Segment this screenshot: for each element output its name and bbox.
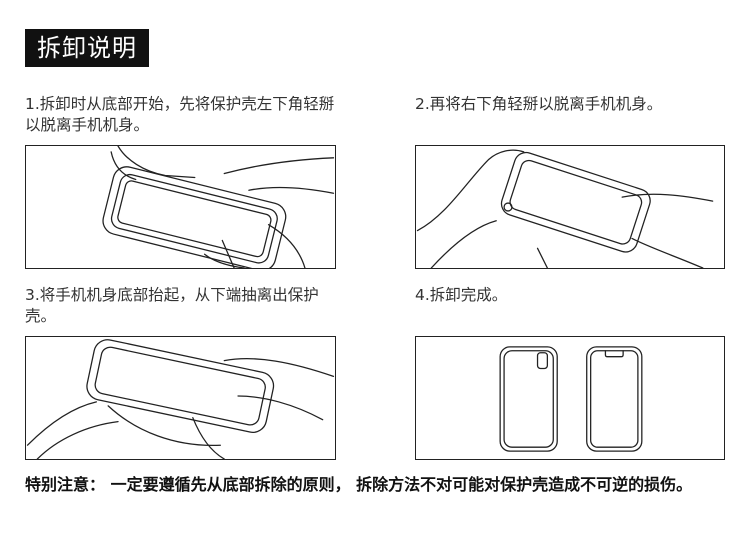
special-note: 特别注意： 一定要遵循先从底部拆除的原则， 拆除方法不对可能对保护壳造成不可逆的… bbox=[25, 475, 693, 494]
step-2-text: 2.再将右下角轻掰以脱离手机机身。 bbox=[415, 95, 663, 113]
step-4-illustration bbox=[415, 336, 725, 460]
page-title: 拆卸说明 bbox=[25, 29, 149, 67]
step-4-text: 4.拆卸完成。 bbox=[415, 286, 508, 304]
step-3-illustration bbox=[25, 336, 336, 460]
step-3-text: 3.将手机机身底部抬起，从下端抽离出保护壳。 bbox=[25, 286, 319, 325]
step-1-text: 1.拆卸时从底部开始，先将保护壳左下角轻掰以脱离手机机身。 bbox=[25, 95, 335, 134]
case-outline bbox=[499, 346, 558, 452]
step-2-illustration bbox=[415, 145, 725, 269]
step-1-illustration bbox=[25, 145, 336, 269]
phone-outline bbox=[586, 346, 643, 452]
